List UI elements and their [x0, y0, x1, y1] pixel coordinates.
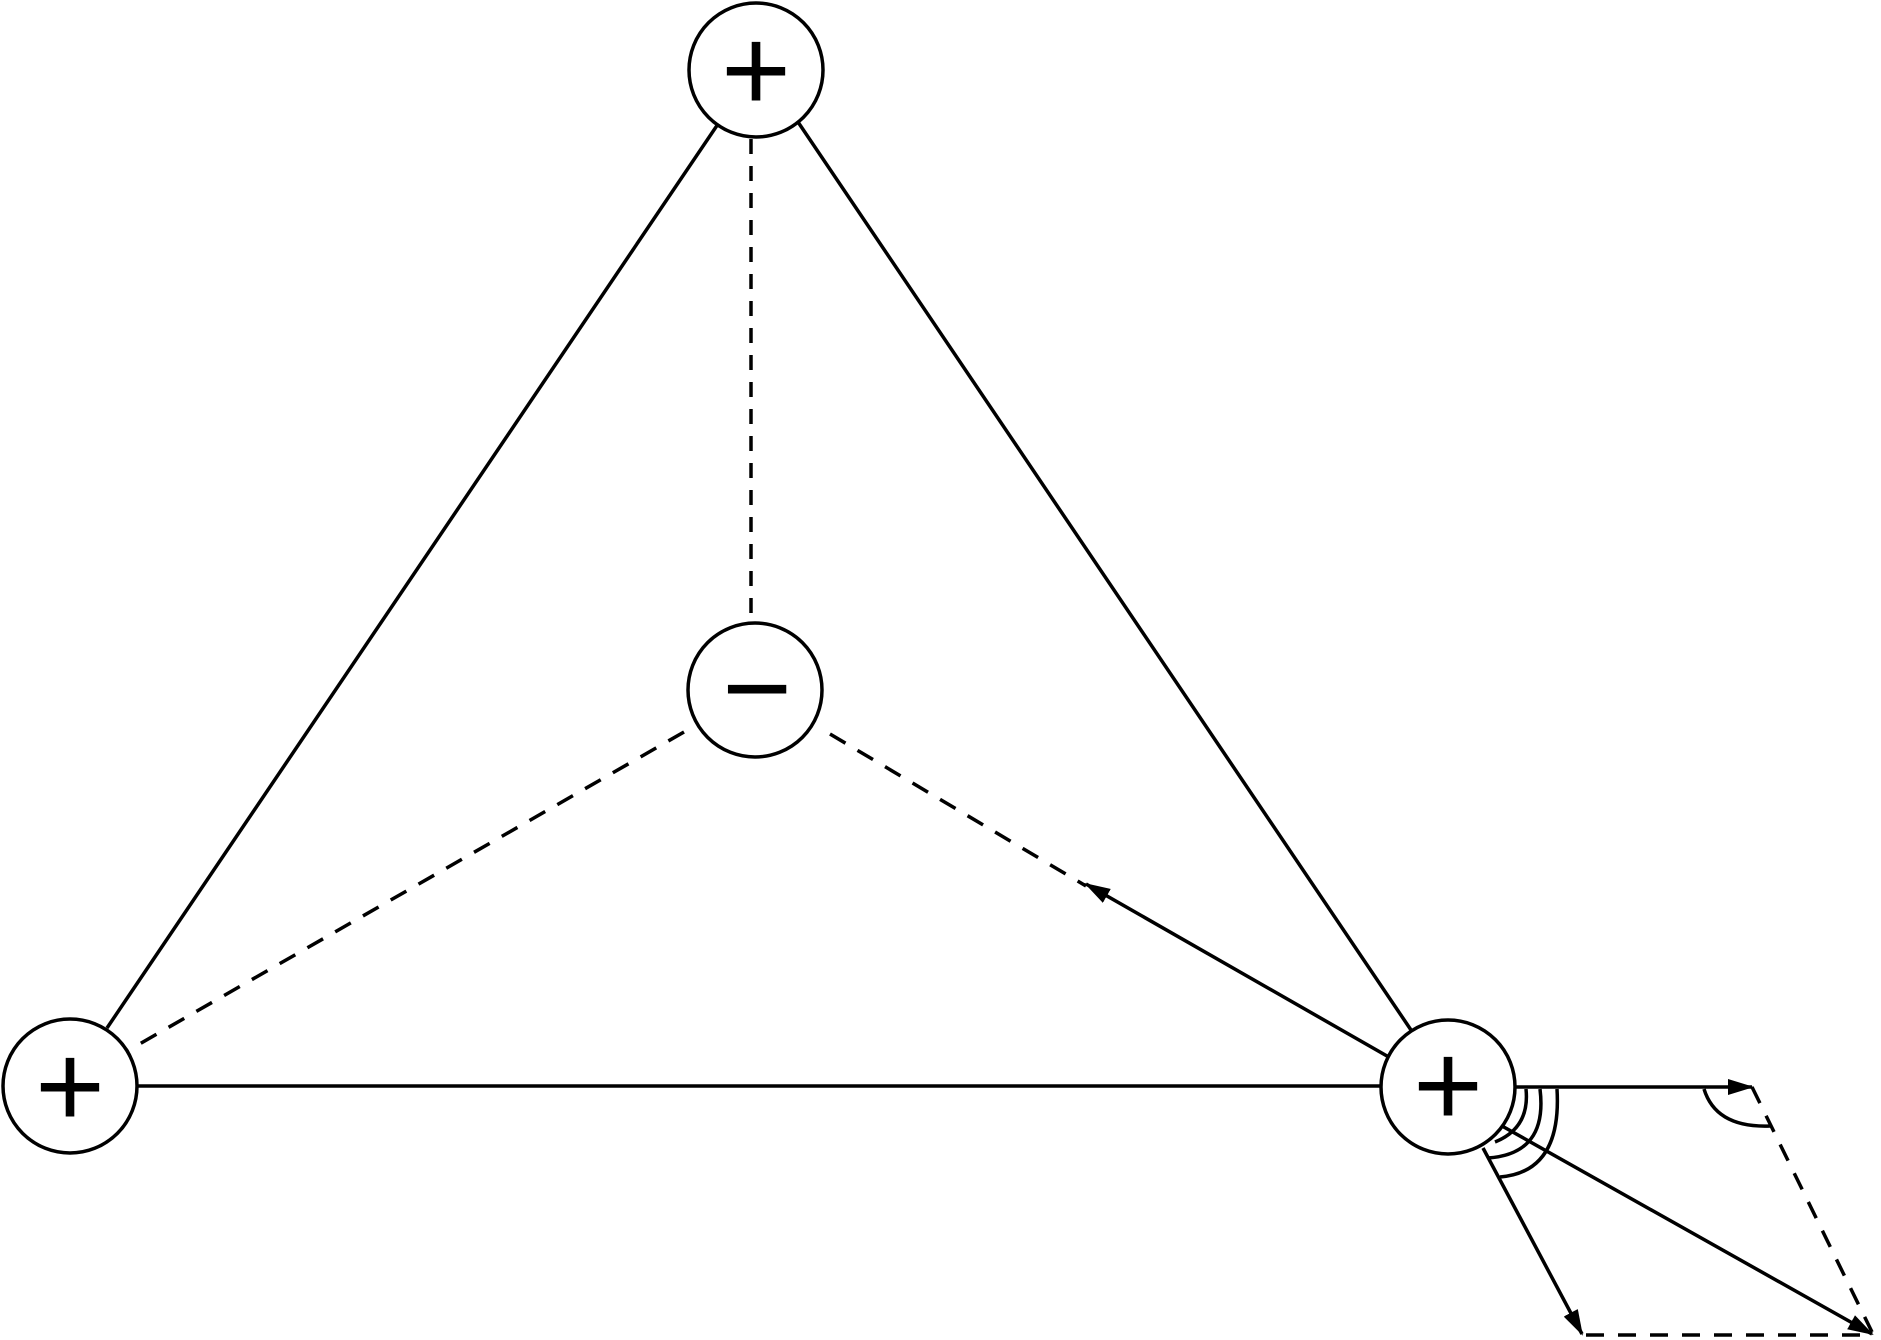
charge-circle — [1, 1017, 139, 1155]
charge-sign-plus: + — [1413, 1018, 1483, 1152]
charge-sign-minus: − — [722, 621, 792, 755]
charge-sign-plus: + — [721, 3, 791, 137]
angle-arc-outer — [1499, 1088, 1560, 1179]
dashed-center-to-bottom-left — [121, 730, 685, 1056]
angle-arc-right-tip — [1702, 1088, 1771, 1128]
angle-arc-inner — [1487, 1088, 1543, 1160]
dashed-parallelogram-right — [1750, 1086, 1874, 1333]
charge-sign-plus: + — [35, 1019, 105, 1153]
charge-bottom-left: + — [1, 1017, 139, 1155]
triangle-side-right — [796, 121, 1413, 1031]
dashed-center-to-bottom-right — [829, 732, 1087, 888]
triangle-side-left — [105, 123, 720, 1029]
charge-top: + — [687, 1, 825, 139]
force-arrow-downward — [1481, 1147, 1584, 1336]
charge-center: − — [686, 621, 824, 759]
force-arrow-diagonal — [1501, 1124, 1874, 1336]
charge-circle — [686, 621, 824, 759]
charge-circle — [687, 1, 825, 139]
charge-bottom-right: + — [1379, 1018, 1517, 1156]
force-arrow-toward-center — [1084, 882, 1388, 1058]
angle-arc-small — [1494, 1088, 1529, 1144]
charge-circle — [1379, 1018, 1517, 1156]
